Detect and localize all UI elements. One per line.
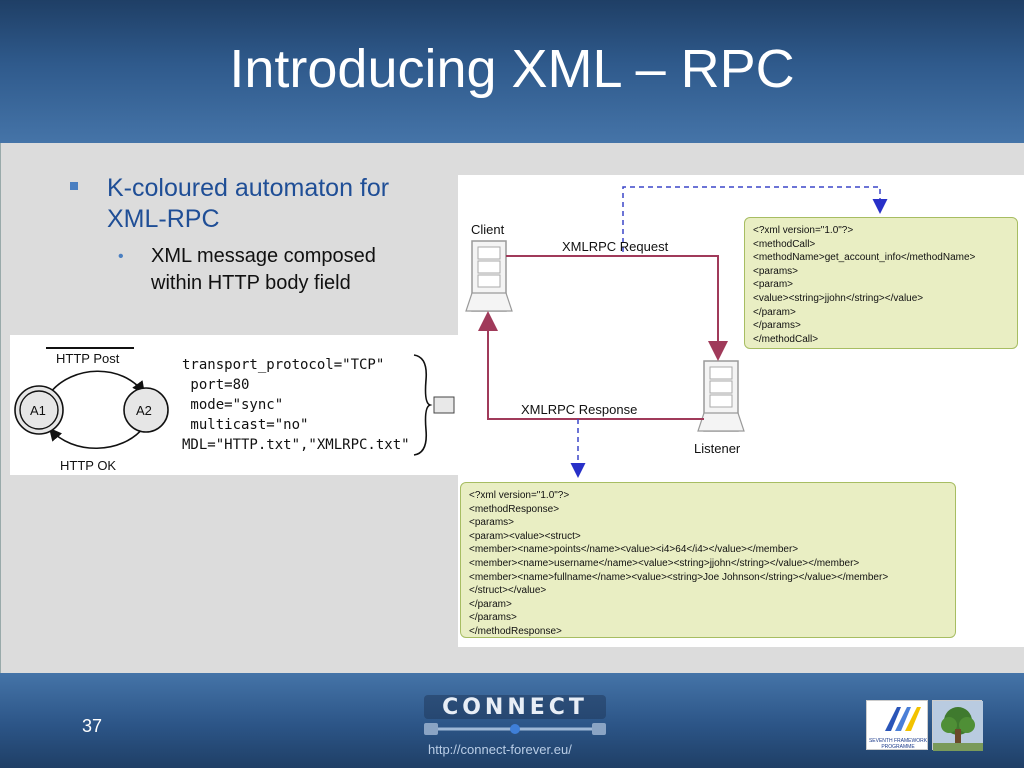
client-server-icon — [465, 240, 513, 312]
xml-line: <methodResponse> — [469, 503, 560, 515]
curly-brace — [413, 354, 433, 456]
dot-bullet-icon: • — [118, 248, 124, 265]
slide-footer: 37 CONNECT http://connect-forever.eu/ SE… — [0, 673, 1024, 768]
request-arrow — [506, 255, 728, 361]
request-label: XMLRPC Request — [562, 239, 669, 254]
xml-line: </param> — [469, 598, 512, 610]
response-label: XMLRPC Response — [521, 402, 638, 417]
xml-line: <param><value><struct> — [469, 530, 581, 542]
xmlrpc-flow — [465, 186, 888, 478]
transport-parameters: transport_protocol="TCP" port=80 mode="s… — [182, 355, 410, 455]
xml-line: <member><name>username</name><value><str… — [469, 557, 860, 569]
code-line: mode="sync" — [182, 397, 284, 413]
xml-line: </params> — [469, 612, 517, 624]
xml-line: </methodResponse> — [469, 625, 562, 637]
xml-line: </param> — [753, 306, 796, 318]
http-ok-label: HTTP OK — [60, 458, 116, 473]
seventh-framework-logo: SEVENTH FRAMEWORK PROGRAMME — [866, 700, 928, 750]
code-line: multicast="no" — [182, 417, 309, 433]
automaton-graph: HTTP Post A1 A2 HTTP OK — [14, 347, 455, 473]
tree-icon — [933, 701, 983, 751]
code-line: transport_protocol="TCP" — [182, 357, 385, 373]
xml-method-call-box: <?xml version="1.0"?> <methodCall> <method… — [744, 217, 1018, 349]
slide-title: Introducing XML – RPC — [229, 39, 795, 99]
xml-line: <?xml version="1.0"?> — [753, 225, 854, 236]
eu-logo-text: SEVENTH FRAMEWORK PROGRAMME — [868, 738, 928, 750]
code-line: MDL="HTTP.txt","XMLRPC.txt" — [182, 437, 410, 453]
post-transition — [49, 370, 145, 395]
state-a1 — [19, 390, 59, 430]
xml-line: <params> — [469, 517, 515, 529]
state-a2 — [123, 387, 169, 433]
xml-line: </params> — [753, 320, 801, 332]
connect-logo-text: CONNECT — [442, 695, 588, 720]
square-bullet-icon — [70, 182, 78, 190]
xml-line: <params> — [753, 265, 799, 277]
automaton-figure: HTTP Post A1 A2 HTTP OK transport_protoc… — [10, 335, 460, 475]
http-post-label: HTTP Post — [56, 351, 120, 366]
state-a1-label: A1 — [30, 403, 46, 418]
xml-line: </methodCall> — [753, 333, 819, 345]
xml-line: <methodCall> — [753, 238, 816, 250]
bullet-level1-text: K-coloured automaton for XML-RPC — [107, 174, 390, 233]
xml-method-response-box: <?xml version="1.0"?> <methodResponse> <pa… — [460, 482, 956, 638]
square-marker-icon — [433, 396, 455, 414]
listener-label: Listener — [694, 441, 741, 456]
xml-line: <value><string>jjohn</string></value> — [753, 292, 924, 304]
xml-line: <member><name>points</name><value><i4>64… — [469, 544, 799, 556]
page-number: 37 — [82, 716, 103, 736]
client-label: Client — [471, 222, 505, 237]
bullet-level2-text: XML message composed within HTTP body fi… — [151, 245, 376, 294]
connect-logo: CONNECT — [424, 695, 606, 735]
xml-line: </struct></value> — [469, 585, 547, 597]
footer-url: http://connect-forever.eu/ — [428, 742, 572, 757]
slide-header: Introducing XML – RPC — [0, 0, 1024, 143]
xml-line: <member><name>fullname</name><value><str… — [469, 571, 889, 583]
dashed-request-arrow — [622, 186, 888, 252]
xmlrpc-diagram: Client XMLRPC Request XMLRPC Response Li… — [458, 175, 1024, 647]
ok-transition — [48, 426, 145, 449]
xml-line: <methodName>get_account_info</methodName… — [753, 252, 976, 264]
xml-line: <param> — [753, 279, 794, 291]
tree-logo — [932, 700, 983, 751]
listener-server-icon — [697, 360, 745, 432]
response-arrow — [478, 311, 704, 420]
xml-line: <?xml version="1.0"?> — [469, 490, 570, 501]
state-a2-label: A2 — [136, 403, 152, 418]
fp7-icon — [885, 707, 921, 731]
code-line: port=80 — [182, 377, 250, 393]
